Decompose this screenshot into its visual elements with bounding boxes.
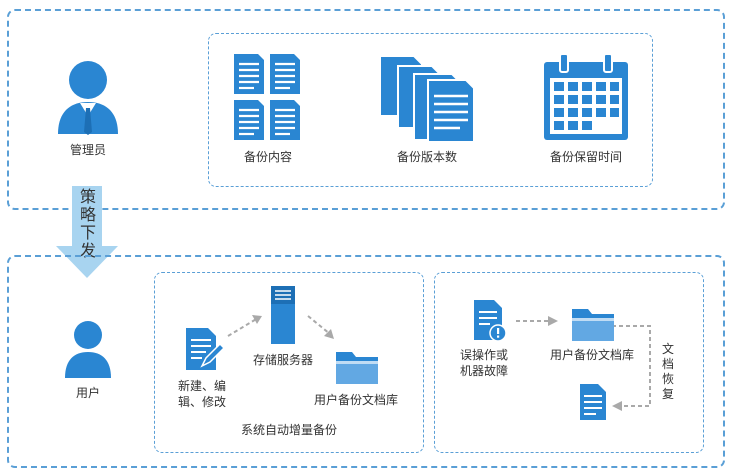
folder-icon [336, 352, 378, 384]
server-icon [271, 286, 295, 344]
recovery-library-label: 用户备份文档库 [549, 348, 634, 362]
documents-grid-icon [232, 54, 302, 140]
restored-document-icon [580, 384, 606, 420]
restore-label: 文档恢复 [661, 342, 674, 401]
dashed-arrow-to-server [226, 314, 264, 338]
admin-item-label-versions: 备份版本数 [396, 150, 457, 164]
edit-label: 新建、编辑、修改 [178, 379, 227, 409]
admin-person-icon [56, 60, 120, 136]
policy-arrow-label: 策略下发 [79, 187, 96, 260]
user-person-icon [64, 320, 112, 378]
recovery-box [434, 272, 704, 453]
user-label: 用户 [75, 386, 100, 400]
edit-document-icon [186, 328, 226, 372]
auto-library-label: 用户备份文档库 [313, 393, 398, 407]
dashed-arrow-to-recovery-library [516, 315, 560, 327]
admin-region [7, 9, 725, 210]
admin-item-label-content: 备份内容 [243, 150, 292, 164]
recovery-folder-icon [572, 309, 614, 341]
dashed-arrow-to-library [306, 314, 336, 340]
auto-backup-box [154, 272, 424, 453]
user-region [7, 255, 725, 468]
stacked-documents-icon [379, 55, 475, 143]
fault-label: 误操作或机器故障 [460, 348, 509, 378]
admin-settings-box [208, 33, 653, 187]
admin-label: 管理员 [69, 143, 106, 157]
calendar-icon [544, 53, 628, 140]
auto-backup-title: 系统自动增量备份 [240, 423, 337, 437]
server-label: 存储服务器 [252, 353, 313, 367]
admin-item-label-retention: 备份保留时间 [549, 150, 622, 164]
alert-document-icon [474, 300, 507, 342]
dashed-restore-bracket [610, 320, 660, 412]
